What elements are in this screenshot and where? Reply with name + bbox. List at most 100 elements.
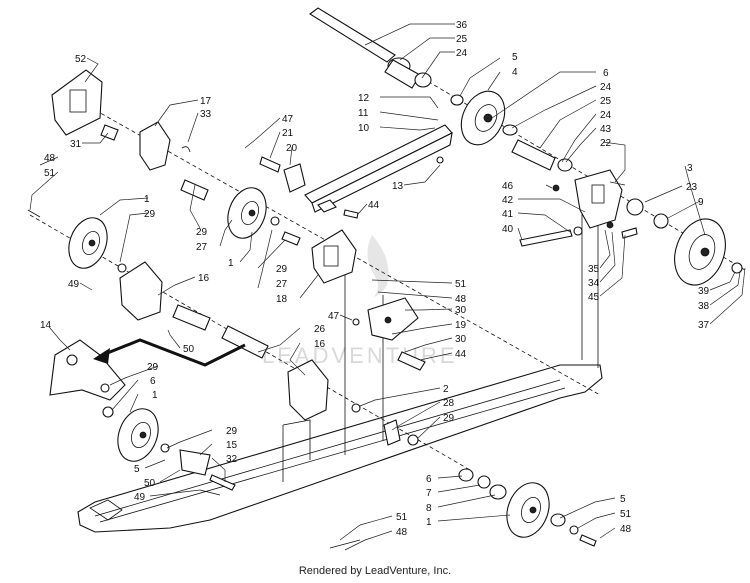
part-label: 17 — [200, 96, 212, 107]
pivot-15 — [179, 449, 236, 496]
sleeve-27 — [221, 325, 269, 359]
part-label: 1 — [426, 517, 432, 528]
part-label: 5 — [134, 464, 140, 475]
part-label: 48 — [44, 153, 56, 164]
part-label: 44 — [368, 200, 380, 211]
part-label: 10 — [358, 123, 370, 134]
bracket-22 — [552, 169, 623, 229]
part-label: 18 — [276, 294, 288, 305]
credit-text: Rendered by LeadVenture, Inc. — [298, 565, 452, 577]
wheel-1-left — [27, 209, 127, 273]
part-label: 36 — [456, 20, 468, 31]
part-label: 51 — [620, 509, 632, 520]
wheel-3 — [626, 198, 743, 286]
plate-18 — [281, 229, 357, 284]
part-label: 2 — [443, 384, 449, 395]
wheel-1-upper — [227, 187, 280, 239]
part-label: 51 — [44, 168, 56, 179]
part-label: 29 — [147, 362, 159, 373]
bracket-52 — [51, 69, 103, 136]
part-label: 37 — [698, 320, 710, 331]
part-label: 24 — [600, 82, 612, 93]
part-label: 21 — [282, 128, 294, 139]
axle-center-lines — [29, 34, 746, 471]
part-label: 20 — [286, 143, 298, 154]
part-label: 51 — [455, 279, 467, 290]
leader-lines — [29, 23, 746, 551]
bracket-16-middle — [287, 359, 419, 446]
wheel-1-bottom — [329, 468, 597, 549]
part-label: 14 — [40, 320, 52, 331]
part-label: 48 — [455, 294, 467, 305]
part-label: 25 — [456, 34, 468, 45]
part-label: 13 — [392, 181, 404, 192]
bracket-17 — [139, 121, 191, 171]
part-label: 50 — [183, 344, 195, 355]
part-label: 35 — [588, 264, 600, 275]
part-label: 22 — [600, 138, 612, 149]
part-label: 16 — [198, 273, 210, 284]
part-label: 6 — [603, 68, 609, 79]
part-label: 44 — [455, 349, 467, 360]
part-label: 48 — [620, 524, 632, 535]
block-20 — [259, 156, 306, 193]
frame-lines — [282, 210, 599, 482]
part-label: 6 — [150, 376, 156, 387]
part-label: 1 — [144, 194, 150, 205]
part-number-labels: 36 25 24 5 4 6 24 25 24 43 22 12 11 10 1… — [40, 20, 710, 538]
part-label: 49 — [134, 492, 146, 503]
part-label: 29 — [443, 413, 455, 424]
bracket-16-left — [119, 261, 211, 331]
part-label: 39 — [698, 286, 710, 297]
part-label: 25 — [600, 96, 612, 107]
part-label: 15 — [226, 440, 238, 451]
part-label: 29 — [196, 227, 208, 238]
part-label: 31 — [70, 139, 82, 150]
arm-10 — [304, 124, 453, 219]
part-label: 19 — [455, 320, 467, 331]
part-label: 51 — [396, 512, 408, 523]
part-label: 42 — [502, 195, 514, 206]
part-label: 46 — [502, 181, 514, 192]
part-label: 29 — [226, 426, 238, 437]
part-label: 32 — [226, 454, 238, 465]
part-label: 38 — [698, 301, 710, 312]
part-label: 30 — [455, 334, 467, 345]
part-label: 8 — [426, 503, 432, 514]
part-label: 49 — [68, 279, 80, 290]
bracket-14 — [49, 339, 126, 401]
part-label: 41 — [502, 209, 514, 220]
part-label: 48 — [396, 527, 408, 538]
part-label: 30 — [455, 305, 467, 316]
part-label: 47 — [328, 311, 340, 322]
part-label: 52 — [75, 54, 87, 65]
part-label: 27 — [196, 242, 208, 253]
part-label: 11 — [358, 108, 369, 119]
part-label: 29 — [276, 264, 288, 275]
part-label: 5 — [620, 494, 626, 505]
part-label: 24 — [456, 48, 468, 59]
part-label: 23 — [686, 182, 698, 193]
watermark-text: LEADVENTURE — [262, 343, 458, 368]
part-label: 40 — [502, 224, 514, 235]
part-label: 28 — [443, 398, 455, 409]
part-label: 45 — [588, 292, 600, 303]
part-label: 50 — [144, 478, 156, 489]
wheel-1-lower — [102, 406, 170, 462]
direction-arrow — [93, 338, 246, 367]
part-label: 34 — [588, 278, 600, 289]
part-label: 9 — [698, 197, 704, 208]
part-label: 33 — [200, 109, 212, 120]
part-label: 12 — [358, 93, 370, 104]
block-19 — [352, 297, 426, 371]
spacers-right — [502, 124, 573, 172]
part-label: 43 — [600, 124, 612, 135]
part-label: 4 — [512, 67, 518, 78]
watermark: LEADVENTURE — [262, 235, 458, 368]
part-label: 1 — [152, 390, 158, 401]
part-label: 7 — [426, 488, 432, 499]
part-label: 1 — [228, 258, 234, 269]
part-label: 27 — [276, 279, 288, 290]
part-label: 3 — [687, 163, 693, 174]
